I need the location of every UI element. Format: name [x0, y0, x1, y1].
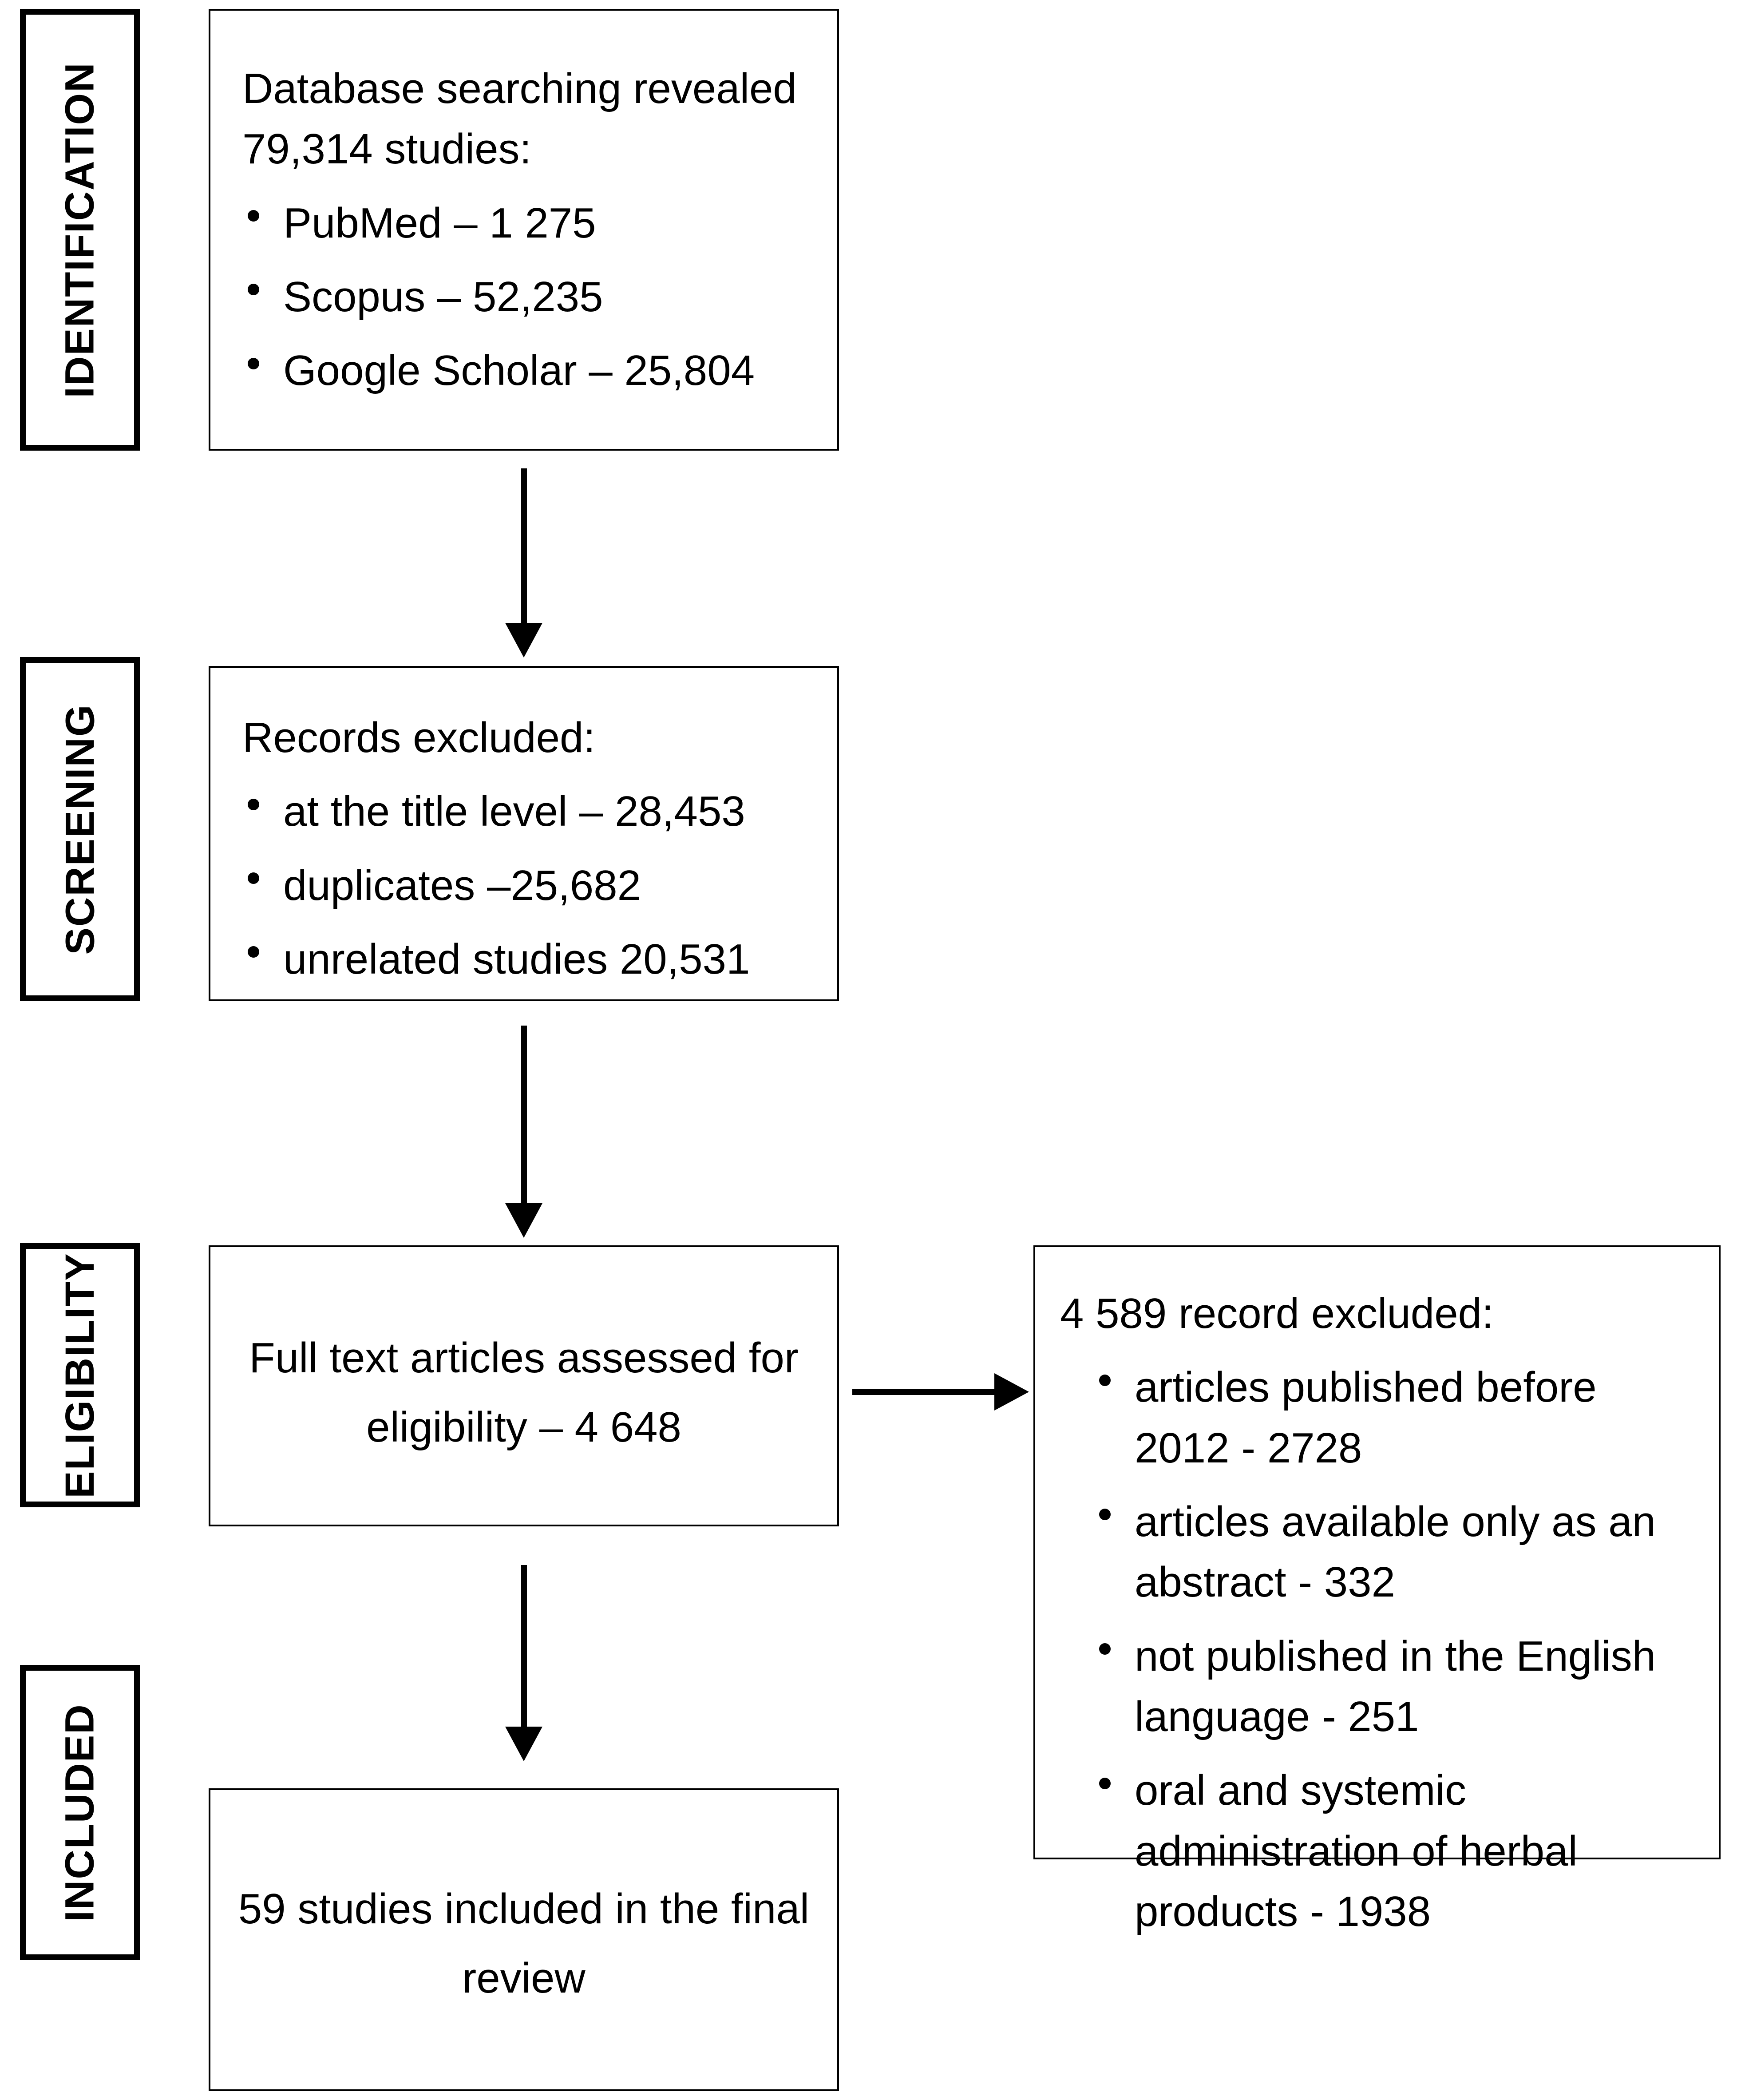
- identification-list: PubMed – 1 275 Scopus – 52,235 Google Sc…: [242, 193, 819, 401]
- list-item-label: Google Scholar – 25,804: [283, 347, 755, 395]
- list-item-label: oral and systemic administration of herb…: [1135, 1767, 1578, 1935]
- list-item-label: articles published before 2012 - 2728: [1135, 1363, 1597, 1472]
- arrow-shaft: [521, 1565, 527, 1727]
- screening-box: Records excluded: at the title level – 2…: [209, 666, 839, 1001]
- list-item: duplicates –25,682: [242, 856, 819, 916]
- list-item: Google Scholar – 25,804: [242, 341, 819, 401]
- bullet-icon: [248, 946, 259, 958]
- list-item-label: duplicates –25,682: [283, 861, 641, 909]
- included-box: 59 studies included in the final review: [209, 1788, 839, 2091]
- eligibility-text: Full text articles assessed for eligibil…: [249, 1334, 799, 1451]
- arrow-shaft: [521, 468, 527, 623]
- excluded-box: 4 589 record excluded: articles publishe…: [1033, 1245, 1721, 1935]
- eligibility-box: Full text articles assessed for eligibil…: [209, 1245, 839, 1526]
- stage-label-screening-text: SCREENING: [57, 704, 103, 955]
- bullet-icon: [1099, 1509, 1111, 1521]
- list-item-label: PubMed – 1 275: [283, 199, 596, 247]
- stage-label-eligibility-text: ELIGIBILITY: [57, 1252, 103, 1498]
- identification-lead: Database searching revealed 79,314 studi…: [242, 65, 797, 173]
- screening-list: at the title level – 28,453 duplicates –…: [242, 781, 819, 990]
- list-item-label: unrelated studies 20,531: [283, 935, 750, 983]
- excluded-list: articles published before 2012 - 2728 ar…: [1094, 1357, 1701, 1942]
- stage-label-identification-text: IDENTIFICATION: [57, 61, 103, 398]
- list-item: unrelated studies 20,531: [242, 929, 819, 990]
- list-item: PubMed – 1 275: [242, 193, 819, 254]
- list-item-label: at the title level – 28,453: [283, 788, 745, 836]
- bullet-icon: [248, 357, 259, 369]
- bullet-icon: [248, 210, 259, 222]
- identification-box: Database searching revealed 79,314 studi…: [209, 9, 839, 451]
- bullet-icon: [1099, 1777, 1111, 1789]
- screening-lead: Records excluded:: [242, 714, 596, 761]
- excluded-lead: 4 589 record excluded:: [1060, 1290, 1494, 1337]
- list-item: not published in the English language - …: [1094, 1626, 1701, 1747]
- stage-label-identification: IDENTIFICATION: [20, 9, 140, 451]
- stage-label-eligibility: ELIGIBILITY: [20, 1243, 140, 1507]
- stage-label-included: INCLUDED: [20, 1665, 140, 1960]
- bullet-icon: [248, 284, 259, 296]
- included-text: 59 studies included in the final review: [238, 1885, 810, 2002]
- stage-label-screening: SCREENING: [20, 657, 140, 1001]
- list-item-label: not published in the English language - …: [1135, 1632, 1656, 1740]
- bullet-icon: [1099, 1643, 1111, 1655]
- list-item-label: articles available only as an abstract -…: [1135, 1498, 1656, 1606]
- arrow-head-right-icon: [994, 1373, 1029, 1411]
- list-item: at the title level – 28,453: [242, 781, 819, 842]
- arrow-shaft: [852, 1389, 994, 1395]
- list-item: articles available only as an abstract -…: [1094, 1492, 1701, 1613]
- arrow-head-down-icon: [505, 1727, 542, 1761]
- list-item-label: Scopus – 52,235: [283, 273, 603, 321]
- stage-label-included-text: INCLUDED: [57, 1703, 103, 1922]
- list-item: oral and systemic administration of herb…: [1094, 1760, 1701, 1942]
- bullet-icon: [248, 798, 259, 810]
- list-item: articles published before 2012 - 2728: [1094, 1357, 1701, 1478]
- bullet-icon: [248, 872, 259, 884]
- arrow-head-down-icon: [505, 623, 542, 658]
- bullet-icon: [1099, 1374, 1111, 1386]
- list-item: Scopus – 52,235: [242, 267, 819, 327]
- arrow-head-down-icon: [505, 1203, 542, 1238]
- arrow-shaft: [521, 1026, 527, 1203]
